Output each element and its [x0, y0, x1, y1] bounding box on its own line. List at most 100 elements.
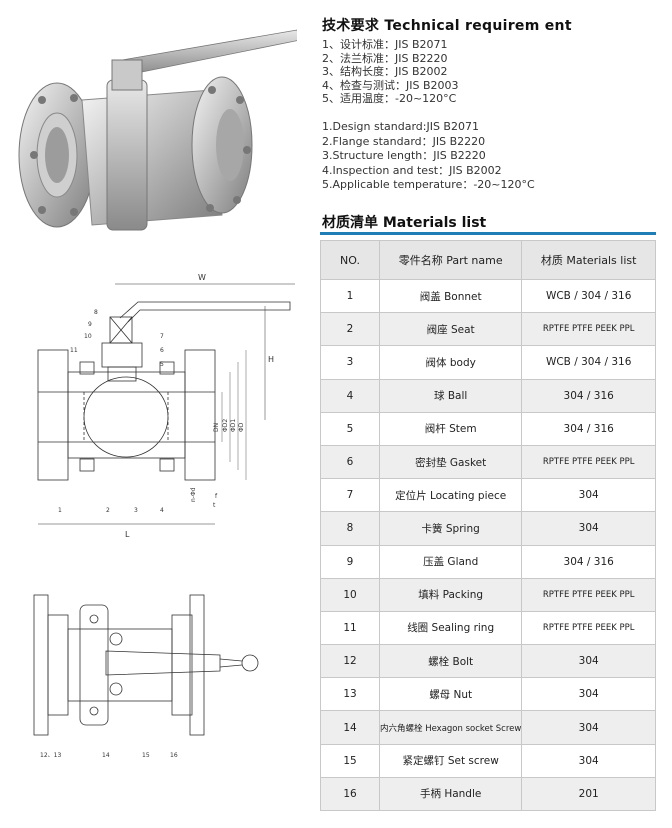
requirement-en-2: 2.Flange standard：JIS B2220 [322, 134, 486, 148]
row-no: 12 [320, 644, 380, 679]
valve-section-drawing: W H DN ΦD2 ΦD1 ΦD n-Φd t f L 8 9 10 11 7… [37, 273, 295, 539]
materials-title-rule [320, 232, 656, 235]
callout-14: 14 [102, 752, 110, 759]
row-part: 阀座 Seat [378, 312, 523, 347]
dim-d: ΦD [238, 422, 245, 432]
row-material: RPTFE PTFE PEEK PPL [521, 610, 656, 646]
callout-6: 6 [160, 347, 164, 354]
header-materials: 材质 Materials list [521, 240, 656, 280]
valve-top-view-drawing: 12、13 14 15 16 [33, 594, 259, 759]
requirement-cn-3: 3、结构长度：JIS B2002 [322, 65, 448, 78]
row-part: 阀杆 Stem [378, 411, 523, 446]
row-part: 卡簧 Spring [378, 511, 523, 546]
row-part: 阀盖 Bonnet [378, 278, 523, 314]
row-no: 10 [320, 577, 380, 612]
row-part: 线圈 Sealing ring [378, 610, 523, 646]
row-no: 8 [320, 511, 380, 546]
row-part: 阀体 body [378, 345, 523, 380]
row-no: 2 [320, 312, 380, 347]
row-part: 定位片 Locating piece [378, 478, 523, 513]
callout-3: 3 [134, 507, 138, 514]
row-material: 304 [521, 710, 656, 745]
row-part: 密封垫 Gasket [378, 444, 523, 480]
callout-12-13: 12、13 [40, 752, 61, 759]
row-material: WCB / 304 / 316 [521, 345, 656, 380]
row-part: 填料 Packing [378, 577, 523, 612]
requirement-cn-5: 5、适用温度：-20~120°C [322, 92, 457, 105]
dim-l: L [125, 530, 130, 539]
valve-photo [18, 29, 297, 231]
dim-w: W [198, 273, 206, 282]
row-no: 6 [320, 444, 380, 480]
callout-16: 16 [170, 752, 178, 759]
requirements-list-en: 1.Design standard:JIS B2071 2.Flange sta… [322, 120, 535, 193]
row-no: 4 [320, 378, 380, 413]
callout-8: 8 [94, 309, 98, 316]
header-no: NO. [320, 240, 380, 280]
requirements-list-cn: 1、设计标准：JIS B2071 2、法兰标准：JIS B2220 3、结构长度… [322, 38, 459, 106]
requirement-en-3: 3.Structure length：JIS B2220 [322, 149, 486, 162]
row-material: RPTFE PTFE PEEK PPL [521, 577, 656, 612]
row-material: 304 [521, 644, 656, 679]
row-material: 201 [521, 776, 656, 812]
row-no: 1 [320, 278, 380, 314]
callout-11: 11 [70, 347, 78, 354]
row-part: 紧定螺钉 Set screw [378, 743, 523, 778]
row-no: 3 [320, 345, 380, 380]
requirement-cn-2: 2、法兰标准：JIS B2220 [322, 51, 448, 65]
callout-4: 4 [160, 507, 164, 514]
row-material: 304 / 316 [521, 544, 656, 579]
requirement-cn-1: 1、设计标准：JIS B2071 [322, 38, 448, 51]
requirement-en-1: 1.Design standard:JIS B2071 [322, 120, 479, 133]
dim-nd: n-Φd [190, 487, 197, 502]
row-material: 304 [521, 511, 656, 546]
callout-15: 15 [142, 752, 150, 759]
row-part: 螺栓 Bolt [378, 644, 523, 679]
row-no: 7 [320, 478, 380, 513]
callout-5: 5 [160, 361, 164, 368]
row-material: RPTFE PTFE PEEK PPL [521, 444, 656, 480]
row-no: 13 [320, 677, 380, 712]
row-material: RPTFE PTFE PEEK PPL [521, 312, 656, 347]
row-no: 15 [320, 743, 380, 778]
callout-10: 10 [84, 333, 92, 340]
header-part-name: 零件名称 Part name [378, 240, 523, 280]
dim-h: H [268, 355, 274, 364]
row-material: 304 [521, 743, 656, 778]
row-no: 9 [320, 544, 380, 579]
row-part: 球 Ball [378, 378, 523, 413]
row-no: 16 [320, 776, 380, 812]
technical-requirements-title: 技术要求 Technical requirem ent [322, 18, 572, 34]
row-part: 螺母 Nut [378, 677, 523, 712]
row-no: 5 [320, 411, 380, 446]
callout-2: 2 [106, 507, 110, 514]
callout-1: 1 [58, 507, 62, 514]
dim-d1: ΦD1 [230, 419, 237, 432]
row-no: 11 [320, 610, 380, 646]
materials-list-title: 材质清单 Materials list [322, 215, 487, 231]
row-part: 手柄 Handle [378, 776, 523, 812]
requirement-en-4: 4.Inspection and test：JIS B2002 [322, 163, 502, 177]
dim-dn: DN [213, 423, 220, 432]
row-material: 304 / 316 [521, 378, 656, 413]
row-material: 304 / 316 [521, 411, 656, 446]
dim-f: f [215, 493, 218, 500]
row-part: 压盖 Gland [378, 544, 523, 579]
row-material: 304 [521, 677, 656, 712]
